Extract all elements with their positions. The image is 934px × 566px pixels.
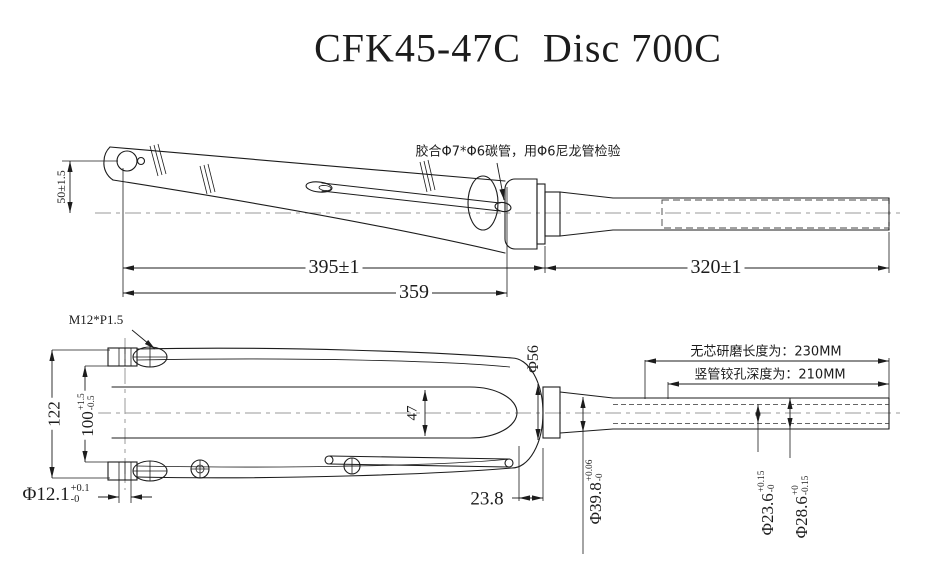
- axle-hole: [116, 150, 138, 172]
- dim-race-length: 23.8: [470, 488, 504, 510]
- dim-steerer-id: Φ23.6+0.15-0: [757, 470, 778, 536]
- glue-note: 胶合Φ7*Φ6碳管，用Φ6尼龙管检验: [415, 144, 621, 160]
- leg-slot: [324, 455, 514, 468]
- tolerance-stack: +0-0.15: [791, 475, 812, 496]
- tolerance-stack: +0.15-0: [757, 470, 778, 493]
- crown-and-steerer-front: [542, 386, 890, 439]
- wheel-gap: [111, 386, 518, 439]
- lower-dropout: [107, 460, 168, 482]
- crown-and-steerer-side: [504, 178, 890, 250]
- dim-blade-inner: 359: [396, 282, 432, 302]
- grind-length-note: 无芯研磨长度为：230MM: [690, 344, 842, 360]
- dim-hub-spacing: 100+1.5-0.5: [77, 390, 98, 440]
- dim-blade-to-race: 395±1: [305, 257, 363, 277]
- dim-axle-to-center: 50±1.5: [54, 170, 68, 204]
- front-view: [95, 338, 902, 490]
- tolerance-stack: +1.5-0.5: [77, 393, 98, 411]
- ream-depth-note: 竖管铰孔深度为：210MM: [694, 367, 846, 383]
- dim-leg-gap: 47: [404, 405, 421, 421]
- upper-dropout: [107, 346, 168, 368]
- dropout-end-cap: [103, 146, 114, 181]
- ground-section: [661, 199, 890, 229]
- dim-dropout-outer-width: 122: [45, 398, 64, 430]
- tolerance-stack: +0.06-0: [585, 459, 606, 482]
- dim-crown-width: Φ56: [525, 345, 542, 373]
- tolerance-stack: +0.1-0: [70, 483, 90, 506]
- side-view: [95, 143, 905, 254]
- dim-dropout-hole: Φ12.1+0.1-0: [22, 483, 90, 506]
- internal-tube: [305, 181, 512, 213]
- dim-steerer-od: Φ28.6+0-0.15: [791, 475, 812, 539]
- thread-note: M12*P1.5: [68, 312, 124, 327]
- page-title: CFK45-47C Disc 700C: [314, 25, 722, 71]
- dim-race-dia: Φ39.8+0.06-0: [585, 459, 606, 525]
- thread-note-leader: [131, 329, 156, 350]
- glue-note-leader: [496, 162, 505, 201]
- blade-root-section: [467, 175, 499, 231]
- mount-bosses: [190, 457, 361, 479]
- dim-steerer-length: 320±1: [687, 257, 745, 277]
